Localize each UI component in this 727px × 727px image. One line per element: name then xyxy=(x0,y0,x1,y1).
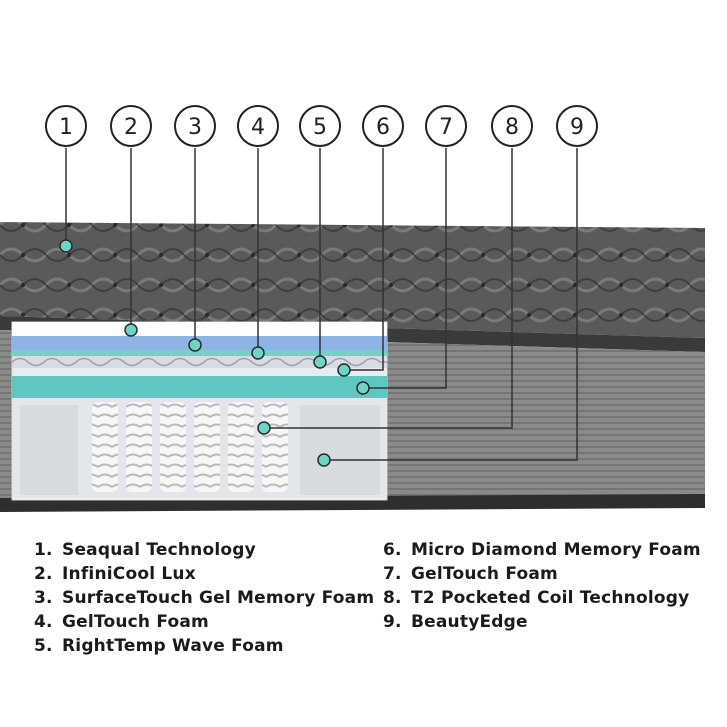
legend-label: T2 Pocketed Coil Technology xyxy=(411,588,690,608)
legend-item-5: 5. RightTemp Wave Foam xyxy=(34,634,374,658)
layer-markers xyxy=(59,239,370,467)
callout-circles xyxy=(45,105,598,147)
marker-1 xyxy=(59,239,73,253)
marker-7 xyxy=(356,381,370,395)
marker-3 xyxy=(188,338,202,352)
mattress-cutaway-diagram: 1 2 3 4 5 6 7 8 9 xyxy=(0,105,705,512)
marker-6 xyxy=(337,363,351,377)
legend-item-1: 1. Seaqual Technology xyxy=(34,538,374,562)
legend-number: 7. xyxy=(383,564,402,584)
marker-9 xyxy=(317,453,331,467)
legend-item-7: 7. GelTouch Foam xyxy=(383,562,701,586)
legend-number: 6. xyxy=(383,540,402,560)
legend-label: InfiniCool Lux xyxy=(62,564,196,584)
callout-number-6: 6 xyxy=(376,115,390,140)
legend-label: RightTemp Wave Foam xyxy=(62,636,284,656)
legend-label: BeautyEdge xyxy=(411,612,528,632)
legend-number: 4. xyxy=(34,612,53,632)
legend-right-column: 6. Micro Diamond Memory Foam 7. GelTouch F… xyxy=(383,538,701,634)
callout-number-3: 3 xyxy=(188,115,202,140)
legend-label: Micro Diamond Memory Foam xyxy=(411,540,701,560)
legend-item-6: 6. Micro Diamond Memory Foam xyxy=(383,538,701,562)
callout-number-1: 1 xyxy=(59,115,73,140)
legend-item-9: 9. BeautyEdge xyxy=(383,610,701,634)
marker-4 xyxy=(251,346,265,360)
legend-number: 5. xyxy=(34,636,53,656)
callout-number-5: 5 xyxy=(313,115,327,140)
legend-number: 9. xyxy=(383,612,402,632)
legend-label: GelTouch Foam xyxy=(62,612,209,632)
marker-5 xyxy=(313,355,327,369)
callout-number-4: 4 xyxy=(251,115,265,140)
callout-number-7: 7 xyxy=(439,115,453,140)
legend-number: 8. xyxy=(383,588,402,608)
legend-number: 2. xyxy=(34,564,53,584)
legend-item-3: 3. SurfaceTouch Gel Memory Foam xyxy=(34,586,374,610)
legend-left-column: 1. Seaqual Technology 2. InfiniCool Lux 3.… xyxy=(34,538,374,658)
legend-number: 1. xyxy=(34,540,53,560)
callout-number-8: 8 xyxy=(505,115,519,140)
legend-number: 3. xyxy=(34,588,53,608)
legend-label: Seaqual Technology xyxy=(62,540,256,560)
marker-8 xyxy=(257,421,271,435)
callout-number-9: 9 xyxy=(570,115,584,140)
mattress-quilted-top xyxy=(0,222,705,338)
legend-item-2: 2. InfiniCool Lux xyxy=(34,562,374,586)
cutaway-section xyxy=(11,321,388,501)
marker-2 xyxy=(124,323,138,337)
leader-lines xyxy=(65,148,578,461)
callout-number-2: 2 xyxy=(124,115,138,140)
legend-label: GelTouch Foam xyxy=(411,564,558,584)
legend-item-4: 4. GelTouch Foam xyxy=(34,610,374,634)
legend-label: SurfaceTouch Gel Memory Foam xyxy=(62,588,375,608)
callout-numbers: 1 2 3 4 5 6 7 8 9 xyxy=(59,115,584,140)
legend-item-8: 8. T2 Pocketed Coil Technology xyxy=(383,586,701,610)
